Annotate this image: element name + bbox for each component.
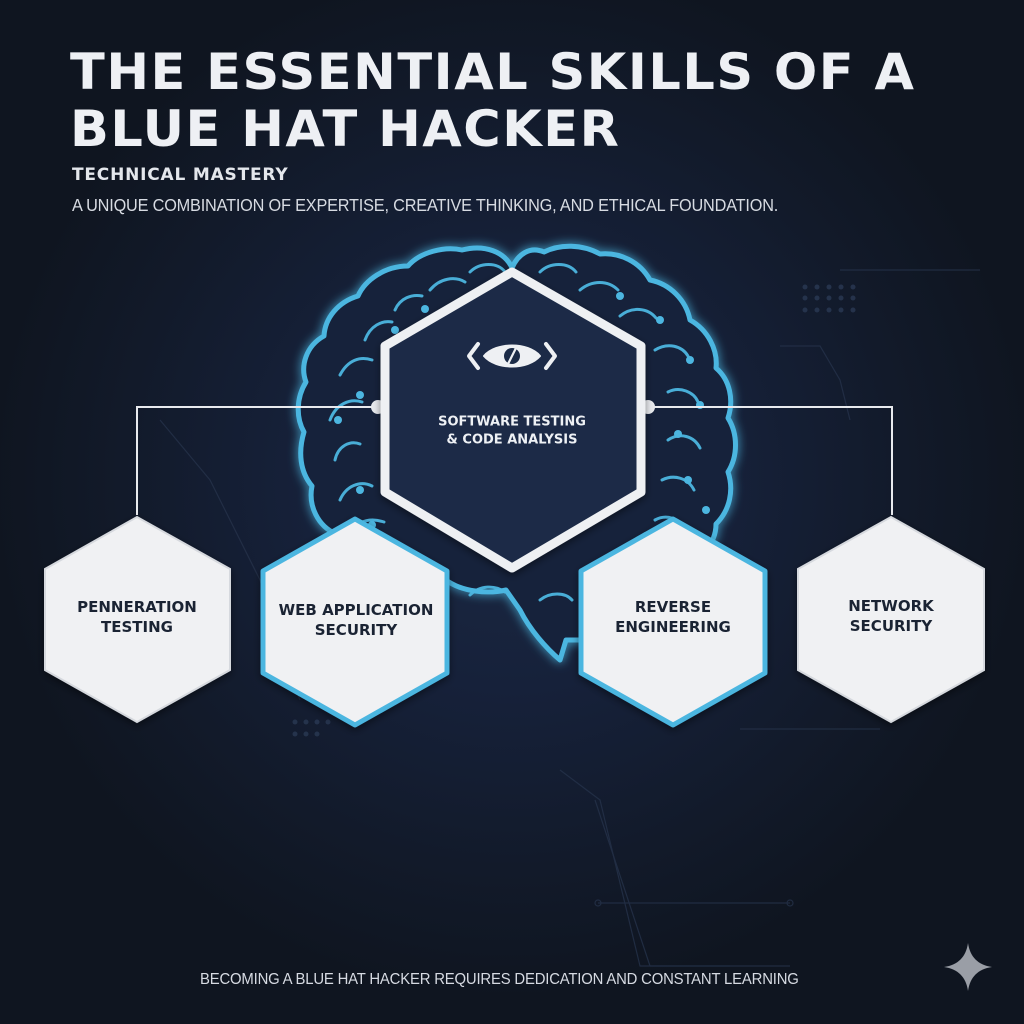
skill-label-network-security: NETWORK SECURITY bbox=[848, 596, 934, 637]
skill-hexagon-reverse-engineering[interactable] bbox=[578, 516, 768, 728]
footer-text: BECOMING A BLUE HAT HACKER REQUIRES DEDI… bbox=[200, 971, 799, 988]
code-eye-icon bbox=[467, 342, 557, 370]
page-title: THE ESSENTIAL SKILLS OF A BLUE HAT HACKE… bbox=[70, 44, 915, 158]
skill-line1: NETWORK bbox=[848, 596, 934, 615]
skill-line1: REVERSE bbox=[634, 597, 712, 616]
sparkle-icon bbox=[944, 943, 992, 991]
skill-line1: PENNERATION bbox=[77, 597, 197, 616]
connector-left bbox=[136, 406, 378, 515]
skill-line2: SECURITY bbox=[314, 621, 398, 639]
dot-grid-decoration bbox=[292, 284, 856, 737]
skill-label-reverse-engineering: REVERSE ENGINEERING bbox=[615, 597, 731, 638]
skill-line2: SECURITY bbox=[849, 617, 933, 635]
section-subtitle: TECHNICAL MASTERY bbox=[72, 165, 289, 185]
center-skill-hexagon[interactable] bbox=[380, 267, 646, 573]
skill-hexagon-penetration-testing[interactable] bbox=[44, 515, 231, 724]
skill-hexagon-web-application-security[interactable] bbox=[260, 516, 450, 728]
skill-hexagon-network-security[interactable] bbox=[797, 515, 985, 724]
skill-label-web-application-security: WEB APPLICATION SECURITY bbox=[279, 600, 434, 641]
title-line-2: BLUE HAT HACKER bbox=[70, 100, 621, 158]
circuit-background bbox=[159, 269, 980, 967]
connector-right bbox=[648, 406, 893, 515]
skill-label-penetration-testing: PENNERATION TESTING bbox=[77, 597, 197, 638]
tagline: A UNIQUE COMBINATION OF EXPERTISE, CREAT… bbox=[72, 195, 779, 215]
center-skill-label: SOFTWARE TESTING & CODE ANALYSIS bbox=[438, 413, 586, 448]
skill-line2: ENGINEERING bbox=[615, 618, 731, 636]
skill-line1: WEB APPLICATION bbox=[278, 600, 434, 619]
center-skill-line1: SOFTWARE TESTING bbox=[438, 414, 586, 430]
connector-lines bbox=[136, 406, 893, 515]
center-skill-line2: & CODE ANALYSIS bbox=[446, 432, 578, 447]
skill-line2: TESTING bbox=[101, 618, 173, 636]
title-line-1: THE ESSENTIAL SKILLS OF A bbox=[70, 43, 916, 101]
